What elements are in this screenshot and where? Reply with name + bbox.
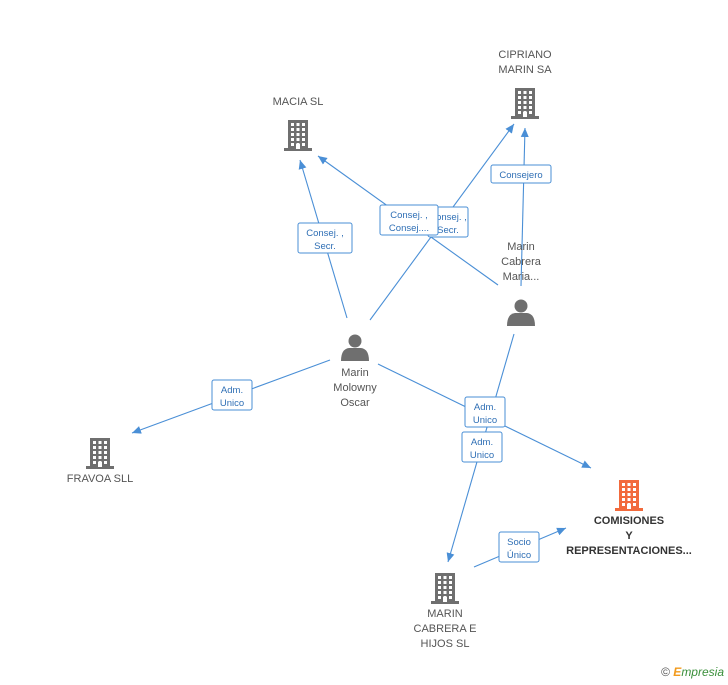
node-label: Marin bbox=[341, 367, 369, 379]
relation-label-box bbox=[490, 164, 552, 184]
logo-initial: E bbox=[673, 665, 682, 679]
node-label: Maria... bbox=[503, 271, 540, 283]
relation-label[interactable]: Adm. Unico bbox=[211, 379, 253, 411]
relation-label-text: Unico bbox=[220, 398, 244, 409]
logo-text: mpresia bbox=[681, 665, 724, 679]
node-label: Y bbox=[625, 530, 633, 542]
relation-label-text: Consej. , bbox=[306, 228, 344, 239]
relation-label-text: Consejero bbox=[499, 170, 542, 181]
relation-label[interactable]: Adm. Unico bbox=[464, 396, 506, 428]
relation-label-text: Secr. bbox=[437, 225, 459, 236]
empresia-logo[interactable]: Empresia bbox=[673, 665, 724, 679]
edge-line bbox=[520, 127, 529, 287]
building-icon bbox=[615, 480, 643, 511]
relation-label-text: Adm. bbox=[221, 385, 243, 396]
node-label: MARIN SA bbox=[498, 64, 552, 76]
relation-label-box bbox=[211, 379, 253, 411]
node-label: REPRESENTACIONES... bbox=[566, 545, 692, 557]
relation-label[interactable]: Adm. Unico bbox=[461, 431, 503, 463]
relation-label-text: Consej. , bbox=[429, 212, 467, 223]
node-label: FRAVOA SLL bbox=[67, 473, 133, 485]
node-label: HIJOS SL bbox=[421, 638, 470, 650]
node-label: CABRERA E bbox=[414, 623, 477, 635]
node-label: Cabrera bbox=[501, 256, 542, 268]
relation-label-text: Socio bbox=[507, 537, 531, 548]
node-marin-hijos[interactable]: MARIN CABRERA E HIJOS SL bbox=[414, 573, 477, 650]
node-label: MACIA SL bbox=[273, 96, 324, 108]
person-icon bbox=[341, 334, 369, 361]
relation-label-box bbox=[498, 531, 540, 563]
node-label: COMISIONES bbox=[594, 515, 664, 527]
node-fravoa[interactable]: FRAVOA SLL bbox=[67, 438, 133, 485]
building-icon bbox=[431, 573, 459, 604]
edge-consejero bbox=[520, 127, 529, 287]
node-macia[interactable]: MACIA SL bbox=[273, 96, 324, 151]
relation-label-text: Secr. bbox=[314, 241, 336, 252]
node-marin-maria[interactable]: MarinCabreraMaria... bbox=[501, 241, 542, 326]
relation-label-text: Adm. bbox=[471, 437, 493, 448]
relation-label-box bbox=[464, 396, 506, 428]
relation-label-text: Consej. , bbox=[390, 210, 428, 221]
relation-label-text: Unico bbox=[473, 415, 497, 426]
node-label: MARIN bbox=[427, 608, 463, 620]
node-label: Marin bbox=[507, 241, 535, 253]
copyright-symbol: © bbox=[661, 665, 670, 679]
node-label: Molowny bbox=[333, 382, 377, 394]
relation-label[interactable]: Consejero bbox=[490, 164, 552, 184]
node-label: CIPRIANO bbox=[498, 49, 552, 61]
relation-label-text: Adm. bbox=[474, 402, 496, 413]
person-icon bbox=[507, 299, 535, 326]
footer-credit: © Empresia bbox=[661, 665, 724, 679]
relation-label-text: Único bbox=[507, 550, 531, 561]
building-icon bbox=[511, 88, 539, 119]
relation-label-box bbox=[297, 222, 353, 254]
relation-label[interactable]: Consej. , Secr. bbox=[297, 222, 353, 254]
building-icon bbox=[86, 438, 114, 469]
relation-label[interactable]: Consej. , Consej.... bbox=[379, 204, 439, 236]
node-label: Oscar bbox=[340, 397, 370, 409]
relation-label-box bbox=[461, 431, 503, 463]
relation-label-text: Unico bbox=[470, 450, 494, 461]
relation-label-box bbox=[379, 204, 439, 236]
node-comisiones[interactable]: COMISIONES Y REPRESENTACIONES... bbox=[566, 480, 692, 557]
node-cipriano[interactable]: CIPRIANO MARIN SA bbox=[498, 49, 552, 119]
relation-label-text: Consej.... bbox=[389, 223, 429, 234]
building-icon bbox=[284, 120, 312, 151]
